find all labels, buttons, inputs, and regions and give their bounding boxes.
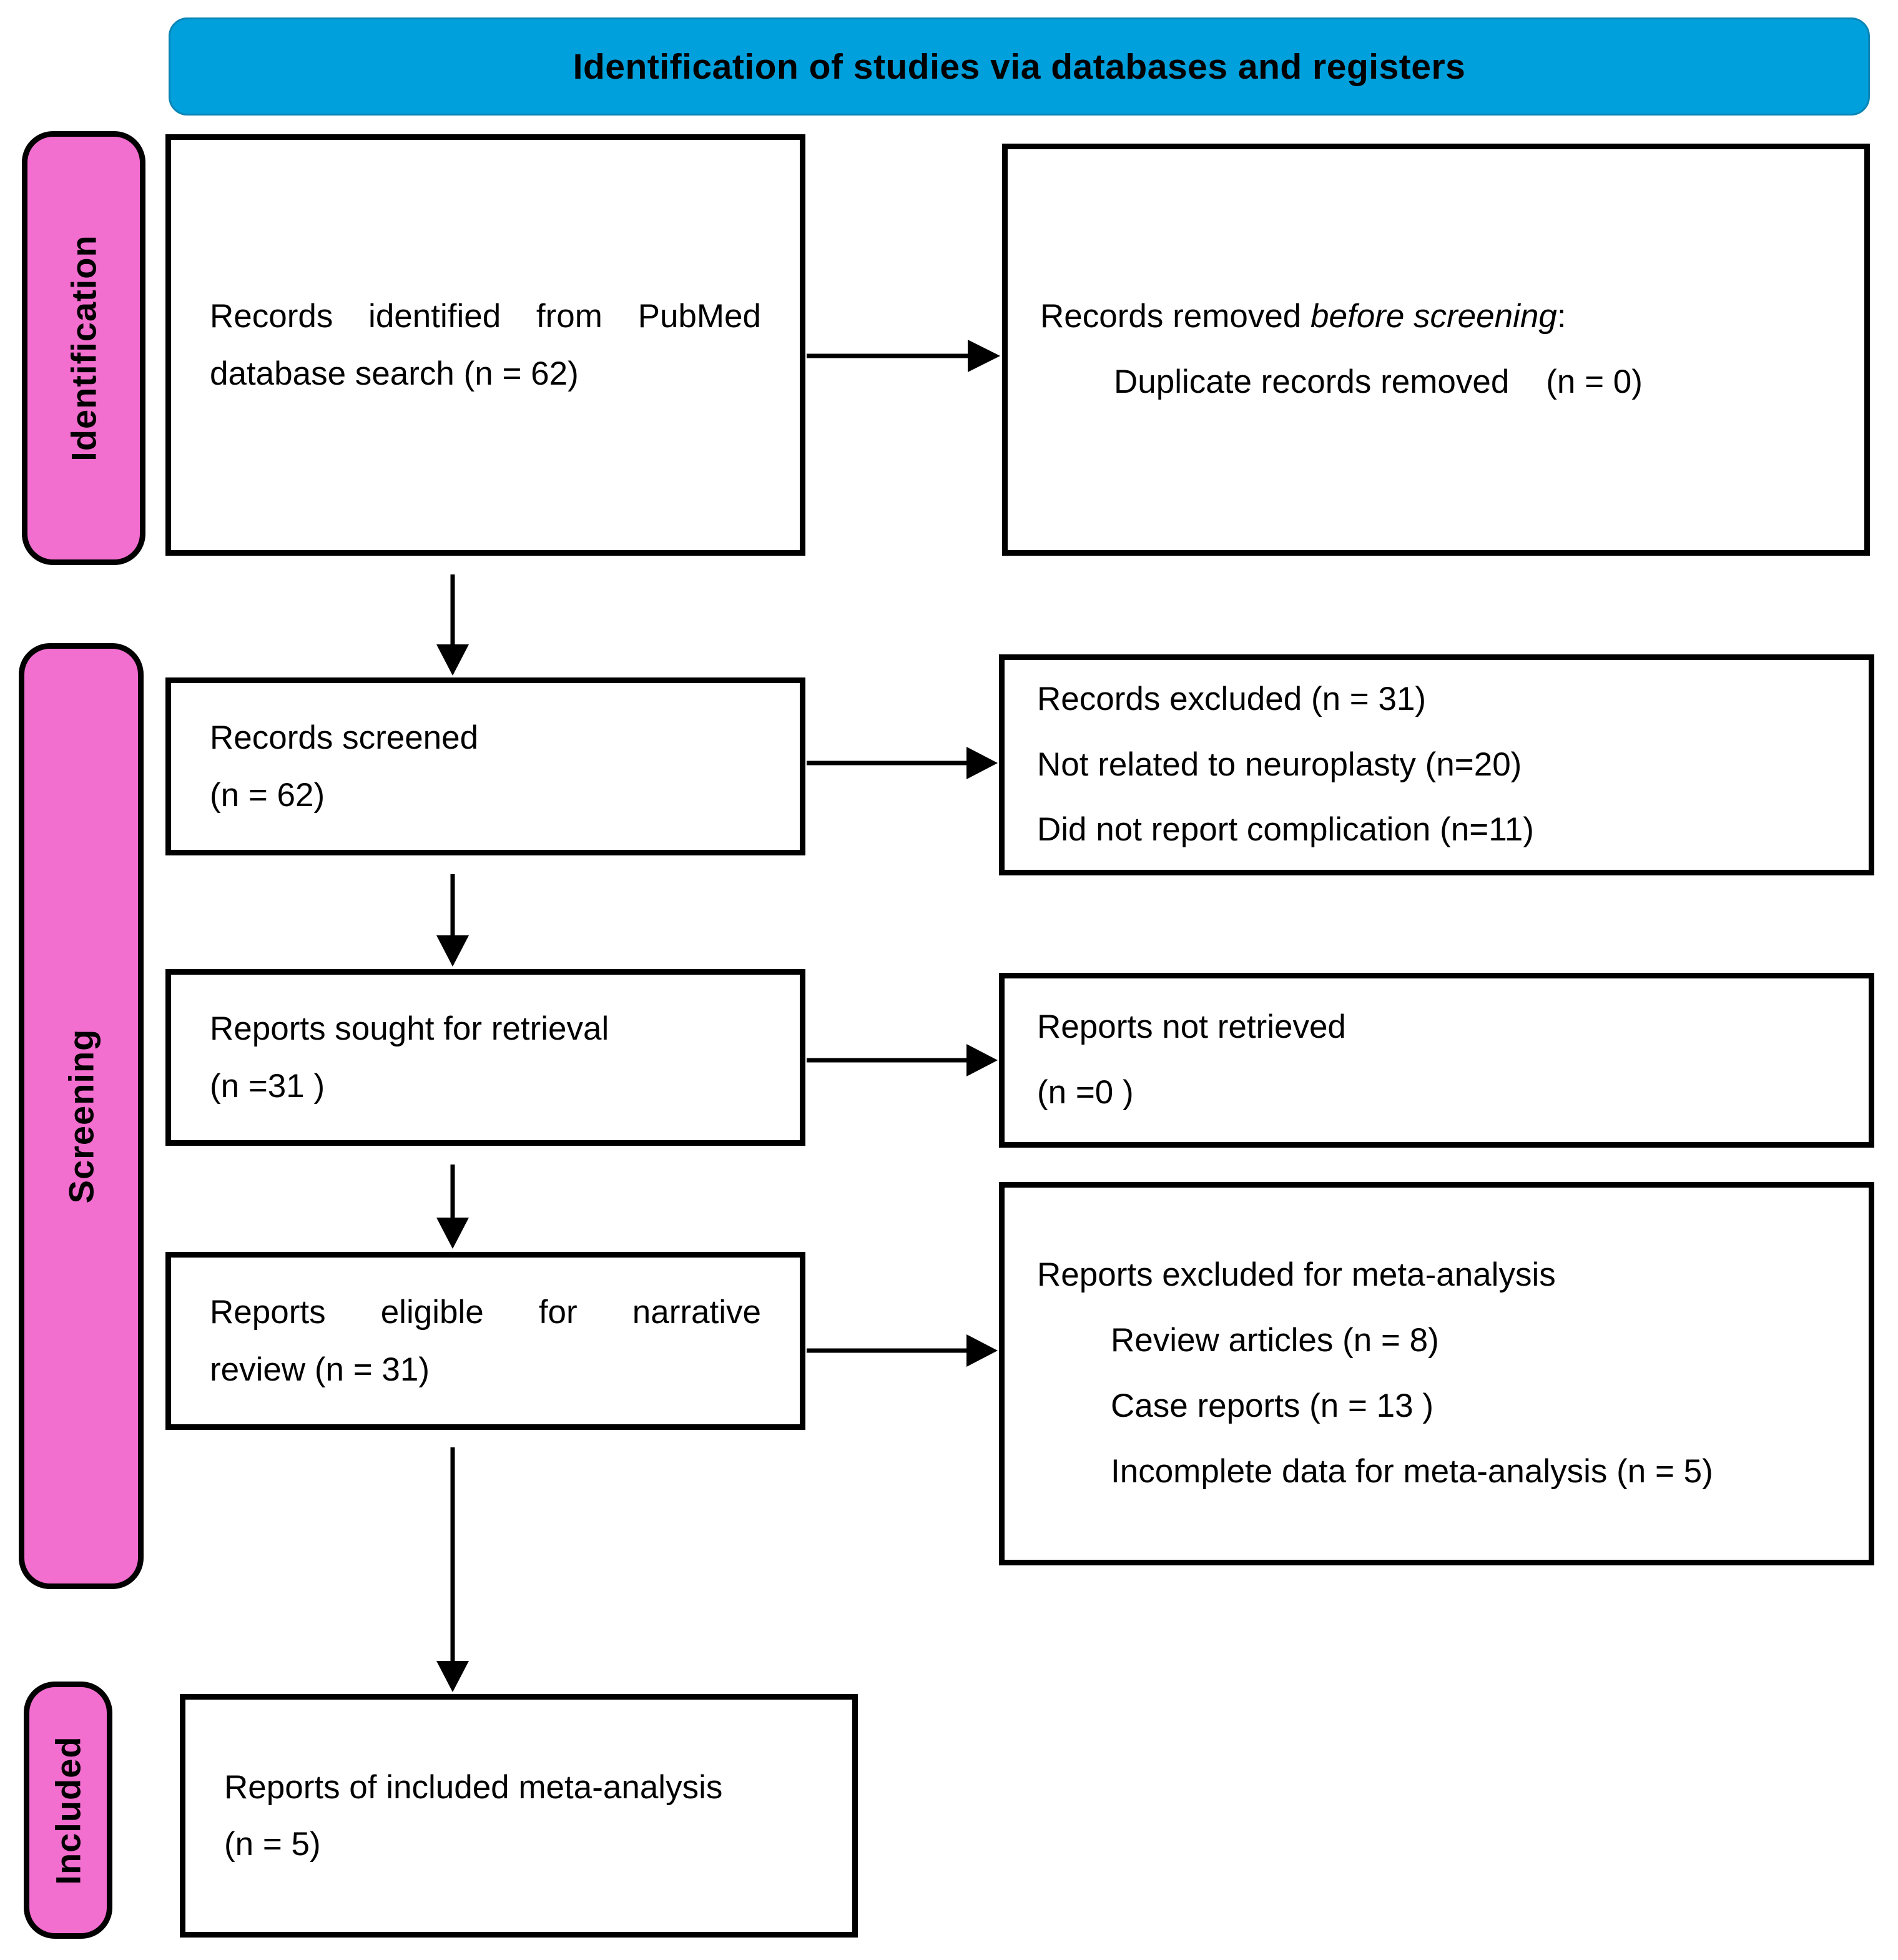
records-identified-line1: Records identified from PubMed bbox=[210, 298, 761, 335]
stage-screening-label: Screening bbox=[61, 1028, 101, 1204]
reports-excluded-meta-line3: Case reports (n = 13 ) bbox=[1111, 1387, 1433, 1424]
box-reports-sought: Reports sought for retrieval (n =31 ) bbox=[165, 969, 805, 1146]
reports-eligible-line1: Reports eligible for narrative bbox=[210, 1294, 761, 1331]
records-removed-line2: Duplicate records removed (n = 0) bbox=[1114, 363, 1643, 400]
box-records-screened: Records screened (n = 62) bbox=[165, 677, 805, 855]
box-reports-not-retrieved: Reports not retrieved (n =0 ) bbox=[999, 973, 1874, 1148]
arrow-sought-to-notretrieved bbox=[807, 1044, 998, 1076]
reports-not-retrieved-line1: Reports not retrieved bbox=[1037, 1008, 1346, 1046]
records-excluded-line1: Records excluded (n = 31) bbox=[1037, 680, 1427, 717]
records-screened-line1: Records screened bbox=[210, 719, 479, 757]
reports-excluded-meta-line1: Reports excluded for meta-analysis bbox=[1037, 1256, 1556, 1294]
arrow-eligible-to-includedmeta bbox=[436, 1447, 469, 1692]
arrow-eligible-to-excludedmeta bbox=[807, 1334, 998, 1367]
header-banner: Identification of studies via databases … bbox=[169, 17, 1870, 116]
reports-not-retrieved-line2: (n =0 ) bbox=[1037, 1074, 1134, 1111]
header-title: Identification of studies via databases … bbox=[573, 46, 1466, 87]
box-records-excluded: Records excluded (n = 31) Not related to… bbox=[999, 654, 1874, 875]
stage-identification-label: Identification bbox=[64, 235, 104, 461]
stage-included: Included bbox=[24, 1682, 112, 1939]
reports-excluded-meta-line4: Incomplete data for meta-analysis (n = 5… bbox=[1111, 1452, 1713, 1490]
records-removed-line1: Records removed before screening: bbox=[1040, 298, 1566, 335]
reports-excluded-meta-line2: Review articles (n = 8) bbox=[1111, 1322, 1439, 1359]
box-reports-eligible: Reports eligible for narrative review (n… bbox=[165, 1252, 805, 1430]
arrow-sought-to-eligible bbox=[436, 1165, 469, 1249]
reports-eligible-line2: review (n = 31) bbox=[210, 1351, 430, 1388]
records-screened-line2: (n = 62) bbox=[210, 776, 325, 814]
arrow-identified-to-removed bbox=[807, 340, 1000, 372]
records-identified-line2: database search (n = 62) bbox=[210, 355, 579, 392]
box-records-identified: Records identified from PubMed database … bbox=[165, 134, 805, 556]
records-excluded-line3: Did not report complication (n=11) bbox=[1037, 811, 1534, 849]
reports-sought-line2: (n =31 ) bbox=[210, 1067, 325, 1105]
records-removed-italic: before screening bbox=[1310, 298, 1557, 335]
reports-included-line2: (n = 5) bbox=[224, 1826, 321, 1863]
arrow-identified-to-screened bbox=[436, 574, 469, 676]
stage-included-label: Included bbox=[48, 1735, 88, 1885]
box-reports-excluded-meta: Reports excluded for meta-analysis Revie… bbox=[999, 1182, 1874, 1565]
arrow-screened-to-sought bbox=[436, 874, 469, 967]
box-records-removed: Records removed before screening: Duplic… bbox=[1002, 144, 1870, 556]
stage-screening: Screening bbox=[19, 643, 144, 1589]
stage-identification: Identification bbox=[22, 131, 145, 565]
reports-sought-line1: Reports sought for retrieval bbox=[210, 1010, 609, 1048]
box-reports-included: Reports of included meta-analysis (n = 5… bbox=[180, 1694, 858, 1938]
arrow-screened-to-excluded bbox=[807, 747, 998, 779]
reports-included-line1: Reports of included meta-analysis bbox=[224, 1768, 723, 1806]
records-excluded-line2: Not related to neuroplasty (n=20) bbox=[1037, 746, 1522, 783]
